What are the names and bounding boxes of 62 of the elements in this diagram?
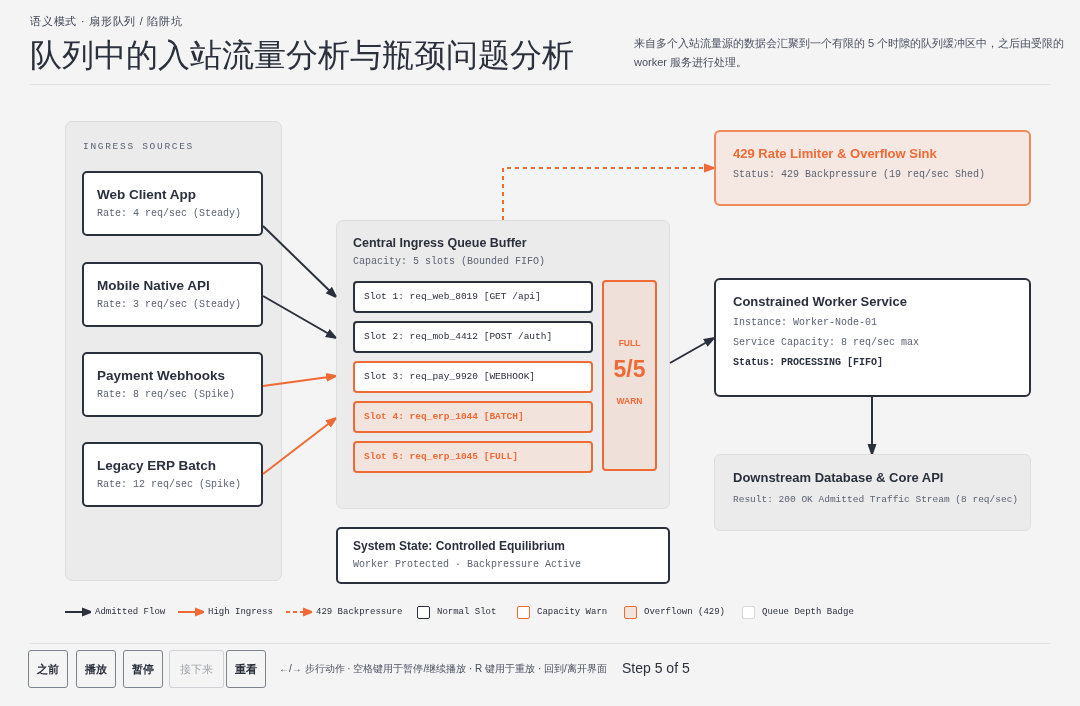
source-box bbox=[82, 352, 263, 417]
box-title: Constrained Worker Service bbox=[733, 294, 907, 310]
service-box bbox=[714, 454, 1031, 531]
shortcut-hint: ←/→ 步行动作 · 空格键用于暂停/继续播放 · R 键用于重放 · 回到/离开界面 bbox=[279, 663, 607, 675]
queue-slot bbox=[353, 321, 593, 353]
detail-text: Instance: Worker-Node-01 bbox=[733, 317, 878, 329]
previous-button: 之前 bbox=[28, 650, 68, 688]
slot-text: Slot 3: req_pay_9920 [WEBHOOK] bbox=[364, 371, 536, 383]
status-text: Worker Protected · Backpressure Active bbox=[353, 559, 582, 571]
badge-status: FULL bbox=[618, 338, 641, 349]
box-title: Payment Webhooks bbox=[97, 368, 226, 385]
queue-slot bbox=[353, 441, 593, 473]
worker-box bbox=[714, 278, 1031, 397]
rate-text: Rate: 8 req/sec (Spike) bbox=[97, 389, 236, 401]
legend-label: Overflown (429) bbox=[644, 607, 725, 618]
source-box bbox=[82, 262, 263, 327]
badge-status: WARN bbox=[616, 396, 643, 407]
status-text: Status: PROCESSING [FIFO] bbox=[733, 357, 884, 369]
capacity-text: Capacity: 5 slots (Bounded FIFO) bbox=[353, 256, 546, 268]
legend-label: Queue Depth Badge bbox=[762, 607, 854, 618]
queue-slot bbox=[353, 361, 593, 393]
page-title: 队列中的入站流量分析与瓶颈问题分析 bbox=[30, 36, 574, 75]
slot-text: Slot 2: req_mob_4412 [POST /auth] bbox=[364, 331, 553, 343]
box-title: Legacy ERP Batch bbox=[97, 458, 217, 475]
legend-label: Capacity Warn bbox=[537, 607, 608, 618]
queue-slot bbox=[353, 401, 593, 433]
slot-text: Slot 1: req_web_8019 [GET /api] bbox=[364, 291, 541, 303]
panel-heading: INGRESS SOURCES bbox=[83, 141, 194, 153]
replay-button: 重看 bbox=[226, 650, 266, 688]
depth-badge bbox=[602, 280, 657, 471]
badge-count: 5/5 bbox=[613, 356, 646, 384]
legend-label: High Ingress bbox=[208, 607, 273, 618]
rate-text: Rate: 3 req/sec (Steady) bbox=[97, 299, 242, 311]
legend-label: Admitted Flow bbox=[95, 607, 166, 618]
legend-label: 429 Backpressure bbox=[316, 607, 403, 618]
pause-button: 暂停 bbox=[123, 650, 163, 688]
queue-panel bbox=[336, 220, 670, 509]
description-text: 来自多个入站流量源的数据会汇聚到一个有限的 5 个时隙的队列缓冲区中，之后由受限的 worker 服务进行处理。 bbox=[634, 36, 1066, 70]
box-title: Mobile Native API bbox=[97, 278, 210, 295]
rate-text: Rate: 12 req/sec (Spike) bbox=[97, 479, 242, 491]
slot-text: Slot 4: req_erp_1044 [BATCH] bbox=[364, 411, 524, 423]
source-box bbox=[82, 442, 263, 507]
status-text: Status: 429 Backpressure (19 req/sec Shed) bbox=[733, 169, 986, 181]
result-text: Result: 200 OK Admitted Traffic Stream (8 req/sec) bbox=[733, 494, 1019, 506]
legend-label: Normal Slot bbox=[437, 607, 497, 618]
box-title: Central Ingress Queue Buffer bbox=[353, 236, 527, 251]
queue-slot bbox=[353, 281, 593, 313]
source-box bbox=[82, 171, 263, 236]
sources-panel bbox=[65, 121, 282, 581]
sink-box bbox=[714, 130, 1031, 206]
play-button: 播放 bbox=[76, 650, 116, 688]
step-counter: Step 5 of 5 bbox=[622, 660, 690, 677]
next-button: 接下来 bbox=[169, 650, 224, 688]
breadcrumb: 语义模式 · 扇形队列 / 陷阱坑 bbox=[30, 15, 183, 28]
box-title: 429 Rate Limiter & Overflow Sink bbox=[733, 146, 937, 162]
box-title: System State: Controlled Equilibrium bbox=[353, 539, 566, 554]
rate-text: Rate: 4 req/sec (Steady) bbox=[97, 208, 242, 220]
box-title: Downstream Database & Core API bbox=[733, 470, 944, 486]
slot-text: Slot 5: req_erp_1045 [FULL] bbox=[364, 451, 518, 463]
box-title: Web Client App bbox=[97, 187, 196, 204]
detail-text: Service Capacity: 8 req/sec max bbox=[733, 337, 920, 349]
status-box bbox=[336, 527, 670, 584]
